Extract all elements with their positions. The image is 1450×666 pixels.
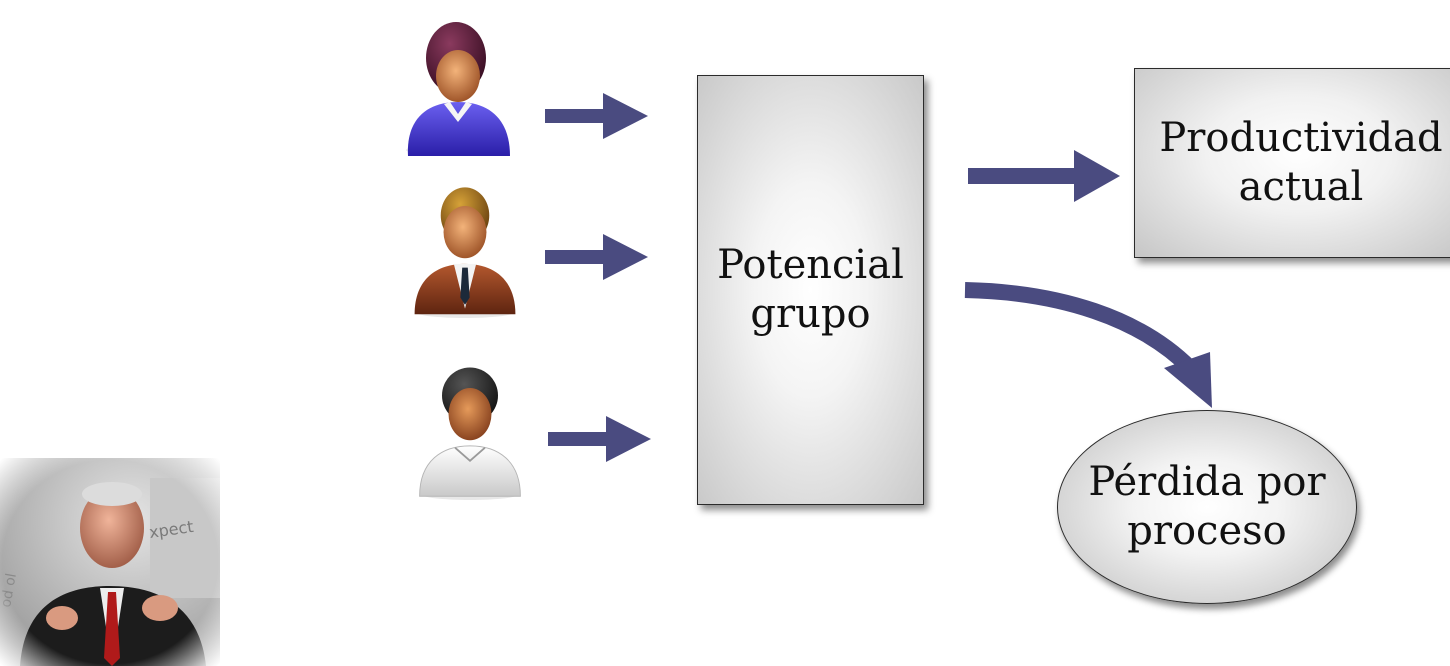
productividad-line1: Productividad: [1159, 115, 1443, 162]
person-businessman-icon: [414, 187, 516, 318]
speaker-photo: xpect od ol: [0, 458, 220, 666]
arrow-potencial-to-perdida: [964, 282, 1212, 408]
perdida-proceso-ellipse: Pérdida por proceso: [1057, 410, 1357, 604]
potencial-line1: Potencial: [717, 242, 904, 289]
arrow-potencial-to-productividad: [968, 150, 1120, 202]
perdida-line1: Pérdida por: [1088, 459, 1326, 506]
perdida-line2: proceso: [1127, 508, 1287, 554]
potencial-grupo-box: Potencial grupo: [697, 75, 924, 505]
person-woman-icon: [406, 22, 510, 156]
person-man-icon: [419, 367, 521, 500]
productividad-actual-box: Productividad actual: [1134, 68, 1450, 258]
arrow-person1-to-potencial: [545, 93, 648, 139]
arrow-person2-to-potencial: [545, 234, 648, 280]
arrow-person3-to-potencial: [548, 416, 651, 462]
potencial-line2: grupo: [750, 291, 871, 337]
productividad-line2: actual: [1238, 164, 1364, 210]
